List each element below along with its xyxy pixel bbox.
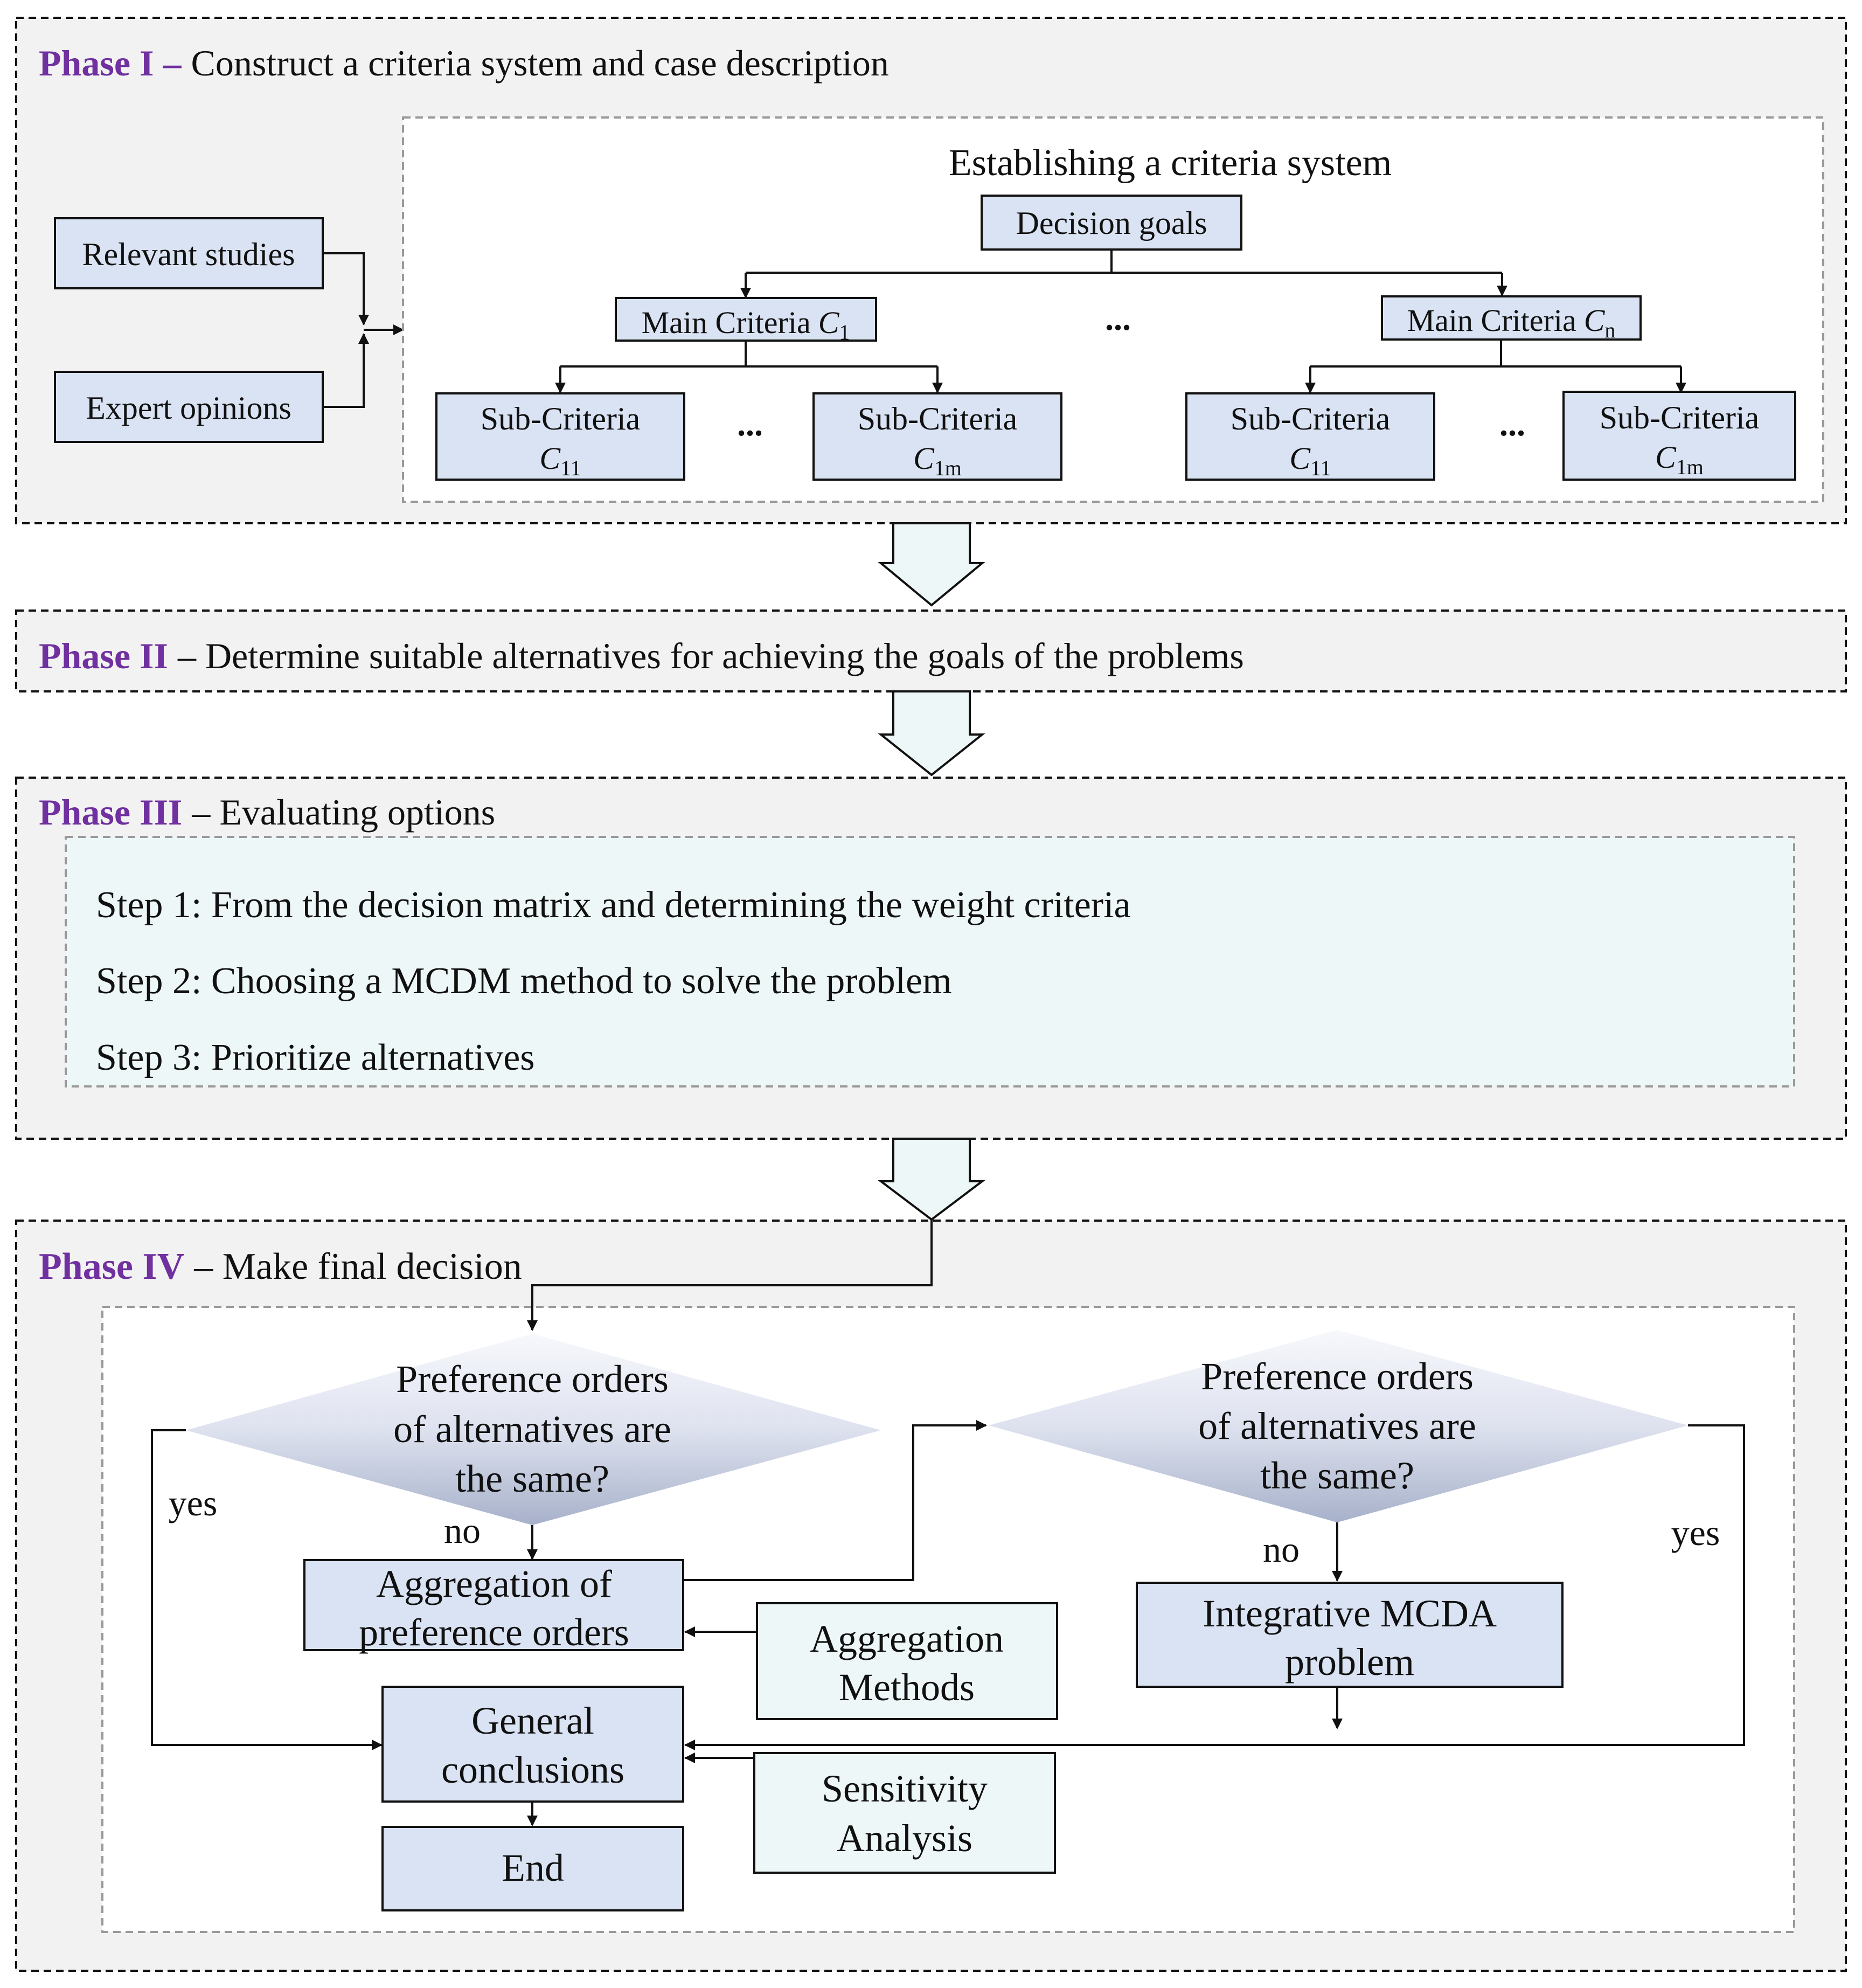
phase1-heading: Phase I –Construct a criteria system and… xyxy=(39,43,889,84)
sub-criteria-ellipsis-right: ... xyxy=(1499,405,1525,443)
main-criteria-left-symbol: C xyxy=(818,305,840,340)
sensitivity-line-1: Sensitivity xyxy=(822,1767,988,1810)
decision-goals-label: Decision goals xyxy=(1016,205,1207,241)
general-conclusions-box: General conclusions xyxy=(381,1686,684,1803)
phase4-label: Phase IV xyxy=(39,1246,184,1287)
general-conclusions-line-2: conclusions xyxy=(441,1748,624,1791)
phase3-heading: Phase III– Evaluating options xyxy=(39,792,495,833)
sub-criteria-3-title: Sub-Criteria xyxy=(1231,401,1391,437)
integrative-mcda-box: Integrative MCDA problem xyxy=(1136,1582,1564,1688)
tree-connectors xyxy=(555,250,1686,393)
decision-1-line-1: Preference orders xyxy=(396,1357,669,1401)
decision-2-line-2: of alternatives are xyxy=(1198,1404,1476,1447)
phase4-title: – Make final decision xyxy=(193,1246,522,1287)
sub-criteria-ellipsis-left: ... xyxy=(737,405,763,443)
phase1-title: Construct a criteria system and case des… xyxy=(191,43,888,84)
relevant-studies-label: Relevant studies xyxy=(82,237,295,272)
phase4-panel: Phase IV– Make final decision Preference… xyxy=(15,1220,1847,1972)
main-criteria-right-subscript: n xyxy=(1604,318,1615,342)
main-criteria-left-prefix: Main Criteria xyxy=(642,305,811,340)
phase1-label: Phase I – xyxy=(39,43,182,84)
decision-2-line-3: the same? xyxy=(1260,1454,1414,1497)
sub-criteria-box-3: Sub-Criteria C11 xyxy=(1185,392,1435,481)
phase2-title: – Determine suitable alternatives for ac… xyxy=(177,635,1244,676)
expert-opinions-box: Expert opinions xyxy=(54,371,324,443)
integrative-line-1: Integrative MCDA xyxy=(1203,1592,1497,1635)
sub-criteria-3-symbol: C11 xyxy=(1289,441,1331,480)
phase4-connectors xyxy=(151,1420,1745,1826)
aggregation-box: Aggregation of preference orders xyxy=(303,1559,684,1654)
expert-opinions-label: Expert opinions xyxy=(86,390,291,426)
sub-criteria-2-sub: 1m xyxy=(934,456,962,480)
arrow-phase3-to-phase4 xyxy=(878,1138,985,1221)
decision-1-no-label: no xyxy=(444,1510,481,1551)
sensitivity-line-2: Analysis xyxy=(837,1817,972,1860)
main-criteria-left-subscript: 1 xyxy=(839,320,850,344)
phase3-panel: Phase III– Evaluating options Step 1: Fr… xyxy=(15,777,1847,1140)
input-connectors xyxy=(323,252,404,408)
decision-1-line-2: of alternatives are xyxy=(393,1408,671,1451)
aggregation-methods-line-2: Methods xyxy=(839,1666,975,1709)
decision-goals-box: Decision goals xyxy=(981,195,1242,251)
decision-2-line-1: Preference orders xyxy=(1201,1355,1474,1398)
phase2-label: Phase II xyxy=(39,635,168,676)
sub-criteria-4-symbol: C1m xyxy=(1655,440,1704,479)
step-2: Step 2: Choosing a MCDM method to solve … xyxy=(96,960,952,1002)
main-criteria-ellipsis: ... xyxy=(1105,299,1131,337)
relevant-studies-box: Relevant studies xyxy=(54,217,324,289)
sub-criteria-box-2: Sub-Criteria C1m xyxy=(812,392,1062,481)
decision-2-no-label: no xyxy=(1263,1529,1300,1570)
sub-criteria-2-symbol: C1m xyxy=(913,441,962,480)
phase4-heading: Phase IV– Make final decision xyxy=(39,1246,522,1287)
integrative-line-2: problem xyxy=(1285,1640,1414,1684)
phase2-panel: Phase II– Determine suitable alternative… xyxy=(15,609,1847,692)
main-criteria-right-symbol: C xyxy=(1584,303,1606,338)
sensitivity-analysis-box: Sensitivity Analysis xyxy=(753,1752,1056,1874)
decision-2-yes-label: yes xyxy=(1671,1512,1720,1553)
entry-connector xyxy=(527,1220,933,1331)
arrow-phase2-to-phase3 xyxy=(878,690,985,777)
step-3: Step 3: Prioritize alternatives xyxy=(96,1037,535,1078)
sub-criteria-3-sym: C xyxy=(1289,441,1311,476)
sub-criteria-2-sym: C xyxy=(913,441,935,476)
aggregation-line-2: preference orders xyxy=(359,1611,629,1654)
decision-1: Preference orders of alternatives are th… xyxy=(186,1334,881,1525)
end-label: End xyxy=(502,1846,564,1889)
sub-criteria-1-sub: 11 xyxy=(560,456,581,480)
decision-1-line-3: the same? xyxy=(455,1457,609,1500)
decision-2: Preference orders of alternatives are th… xyxy=(989,1330,1688,1522)
sub-criteria-4-sym: C xyxy=(1655,440,1677,475)
sub-criteria-3-sub: 11 xyxy=(1310,456,1331,480)
sub-criteria-4-sub: 1m xyxy=(1676,455,1704,479)
general-conclusions-line-1: General xyxy=(471,1699,594,1742)
sub-criteria-1-title: Sub-Criteria xyxy=(481,401,641,437)
decision-1-yes-label: yes xyxy=(169,1483,218,1523)
phase3-label: Phase III xyxy=(39,792,182,833)
sub-criteria-1-sym: C xyxy=(539,441,561,476)
phase3-steps-panel xyxy=(65,836,1795,1087)
sub-criteria-box-1: Sub-Criteria C11 xyxy=(435,392,685,481)
aggregation-line-1: Aggregation of xyxy=(376,1562,612,1605)
aggregation-methods-line-1: Aggregation xyxy=(810,1617,1004,1660)
end-box: End xyxy=(381,1826,684,1911)
aggregation-methods-box: Aggregation Methods xyxy=(756,1602,1058,1720)
sub-criteria-1-symbol: C11 xyxy=(539,441,581,480)
arrow-phase1-to-phase2 xyxy=(878,522,985,607)
sub-criteria-box-4: Sub-Criteria C1m xyxy=(1562,391,1796,481)
sub-criteria-2-title: Sub-Criteria xyxy=(858,401,1018,437)
main-criteria-right-prefix: Main Criteria xyxy=(1407,303,1576,338)
phase1-panel: Phase I –Construct a criteria system and… xyxy=(15,17,1847,524)
step-1: Step 1: From the decision matrix and det… xyxy=(96,884,1131,926)
phase2-heading: Phase II– Determine suitable alternative… xyxy=(39,635,1244,676)
phase3-title: – Evaluating options xyxy=(191,792,495,833)
criteria-system-title: Establishing a criteria system xyxy=(949,142,1392,184)
sub-criteria-4-title: Sub-Criteria xyxy=(1600,400,1760,435)
